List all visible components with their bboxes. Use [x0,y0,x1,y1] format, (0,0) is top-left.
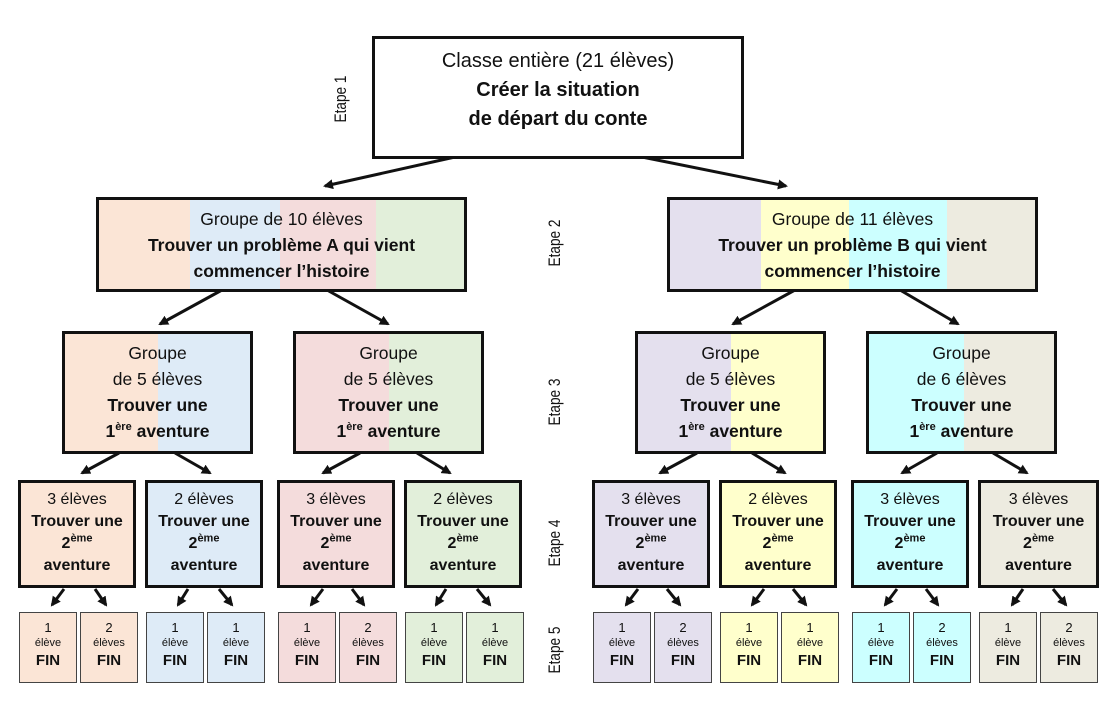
level4-count: 3 élèves [880,491,940,508]
step-label-5: Etape 5 [545,626,564,674]
level3-task: Trouver une [107,395,208,415]
level4-node-3: 3 élèves Trouver une 2ème aventure [277,480,395,588]
group-a-task-line1: Trouver un problème A qui vient [147,235,416,255]
level3-adventure: 1ère aventure [678,421,783,441]
level4-adventure: aventure [43,557,111,574]
level4-node-1: 3 élèves Trouver une 2ème aventure [18,480,136,588]
level4-ordinal: 2ème [188,532,220,552]
level4-adventure: aventure [170,557,238,574]
level4-adventure: aventure [617,557,685,574]
level4-count: 3 élèves [1008,491,1069,508]
root-title: Classe entière (21 élèves) [441,50,675,72]
level4-task: Trouver une [732,513,824,530]
level3-adventure: 1ère aventure [105,421,210,441]
level3-adventure: 1ère aventure [909,421,1014,441]
level3-node-4: Groupe de 6 élèves Trouver une 1ère aven… [866,331,1057,454]
step-label-2: Etape 2 [545,219,564,267]
root-task-line1: Créer la situation [476,79,640,101]
level4-adventure: aventure [744,557,812,574]
level4-node-6: 2 élèves Trouver une 2ème aventure [719,480,837,588]
root-task-line2: de départ du conte [468,108,648,130]
group-a-node: Groupe de 10 élèves Trouver un problème … [96,197,467,292]
level4-task: Trouver une [417,513,509,530]
level4-ordinal: 2ème [320,532,352,552]
level3-task: Trouver une [338,395,439,415]
level4-adventure: aventure [302,557,370,574]
level3-count: de 5 élèves [685,369,776,389]
level4-count: 2 élèves [748,491,808,508]
level3-count: de 5 élèves [343,369,434,389]
level4-task: Trouver une [158,513,250,530]
group-b-task-line2: commencer l’histoire [764,261,941,281]
level4-adventure: aventure [1005,557,1072,574]
root-node: Classe entière (21 élèves) Créer la situ… [372,36,744,159]
level3-count: de 5 élèves [112,369,203,389]
level4-count: 3 élèves [621,491,681,508]
level4-node-7: 3 élèves Trouver une 2ème aventure [851,480,969,588]
level3-label: Groupe [128,343,187,363]
level4-ordinal: 2ème [447,532,479,552]
group-a-task-line2: commencer l’histoire [193,261,370,281]
level4-task: Trouver une [992,513,1085,530]
step-label-1: Etape 1 [331,75,350,123]
level3-node-1: Groupe de 5 élèves Trouver une 1ère aven… [62,331,253,454]
level4-node-2: 2 élèves Trouver une 2ème aventure [145,480,263,588]
level4-ordinal: 2ème [61,532,93,552]
level3-task: Trouver une [911,395,1012,415]
group-a-title: Groupe de 10 élèves [200,209,363,229]
level3-label: Groupe [359,343,418,363]
group-b-node: Groupe de 11 élèves Trouver un problème … [667,197,1038,292]
level4-adventure: aventure [429,557,497,574]
level4-node-5: 3 élèves Trouver une 2ème aventure [592,480,710,588]
level3-count: de 6 élèves [916,369,1007,389]
level3-adventure: 1ère aventure [336,421,441,441]
level4-count: 3 élèves [47,491,107,508]
level4-count: 3 élèves [306,491,366,508]
level3-label: Groupe [701,343,760,363]
level4-task: Trouver une [290,513,382,530]
level3-task: Trouver une [680,395,781,415]
level3-node-2: Groupe de 5 élèves Trouver une 1ère aven… [293,331,484,454]
level4-count: 2 élèves [433,491,493,508]
level4-ordinal: 2ème [762,532,794,552]
level3-label: Groupe [932,343,991,363]
group-b-task-line1: Trouver un problème B qui vient [718,235,987,255]
level4-ordinal: 2ème [894,532,926,552]
level4-task: Trouver une [31,513,123,530]
group-b-title: Groupe de 11 élèves [771,209,934,229]
level4-task: Trouver une [605,513,697,530]
level4-node-8: 3 élèves Trouver une 2ème aventure [978,480,1099,588]
level4-node-4: 2 élèves Trouver une 2ème aventure [404,480,522,588]
level4-ordinal: 2ème [1023,532,1054,552]
level4-ordinal: 2ème [635,532,667,552]
level4-task: Trouver une [864,513,956,530]
step-label-3: Etape 3 [545,378,564,426]
level4-count: 2 élèves [174,491,234,508]
level4-adventure: aventure [876,557,944,574]
level3-node-3: Groupe de 5 élèves Trouver une 1ère aven… [635,331,826,454]
step-label-4: Etape 4 [545,519,564,567]
